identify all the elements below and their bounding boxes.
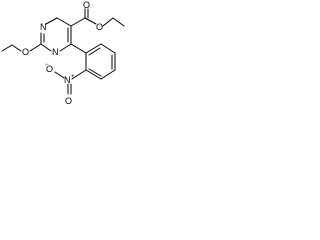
bond-c-c [56,17,72,27]
bond-c-o [29,43,42,52]
atom-o-carbonyl: O [83,0,90,10]
bond-c-c-double [88,68,102,77]
bond-c-c [1,44,13,52]
charge-minus: − [45,62,49,68]
bond-n-o [54,71,65,79]
nitro-group [54,69,87,95]
bond-n-c [45,17,58,25]
bond-c-c [85,43,102,54]
bond-c-c [100,43,116,54]
atom-n-nitro: N [64,75,71,85]
charge-plus: + [71,74,75,80]
atom-n-ring-bottom: N [52,47,59,57]
atom-o-ester: O [96,22,103,32]
bond-c-o [84,17,97,25]
bond-o-c [11,44,22,52]
bond-c-c [70,17,86,27]
atom-n-ring-top: N [40,22,47,32]
pyrimidine-ring [40,17,72,52]
atom-o-nitro-single: O [46,64,53,74]
bond-c-c [70,43,87,54]
bond-c-c [85,69,102,80]
atom-o-nitro-double: O [65,96,72,106]
bond-o-c [102,17,114,27]
bond-c-n [71,69,87,80]
bond-c-n [59,43,72,52]
bond-c-c [100,69,116,80]
atom-o-ethoxy: O [22,47,29,57]
bond-c-c [112,17,125,27]
molecule-drawing: N N O O O N + O − O [1,0,125,106]
ethyl-ester-group [70,8,125,27]
phenyl-ring [70,43,116,80]
ethoxy-group [1,43,42,52]
bond-n-c [40,43,52,52]
structure-canvas: N N O O O N + O − O [0,0,127,122]
bond-c-c-double [88,47,101,56]
